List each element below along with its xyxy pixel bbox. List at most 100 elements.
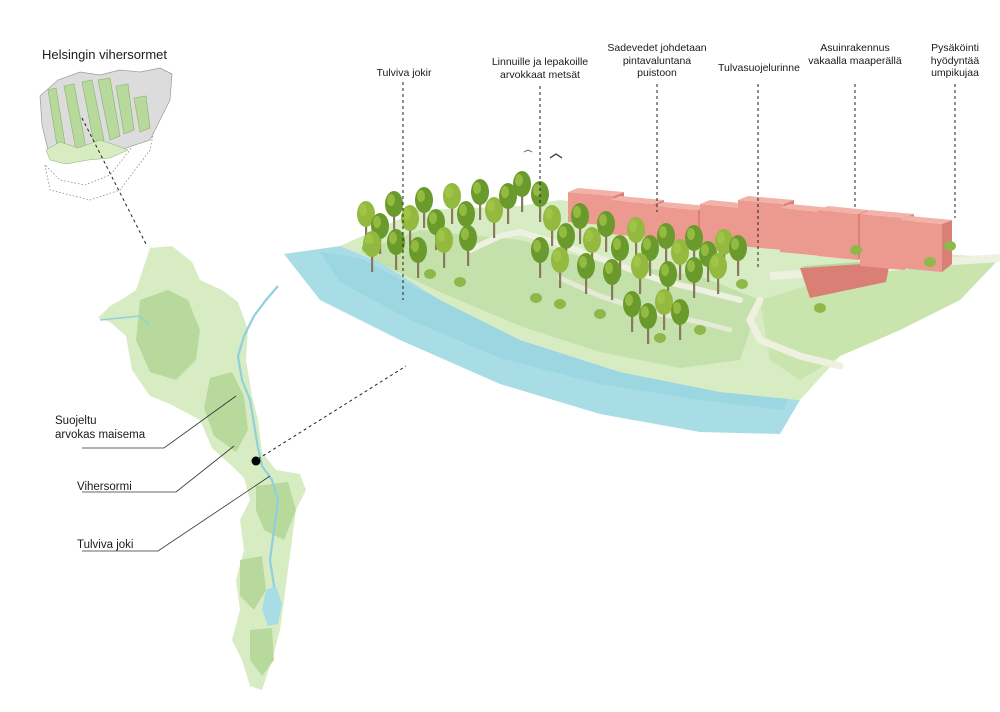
tree-trunk (479, 198, 482, 220)
callout-line: Linnuille ja lepakoille (491, 56, 589, 68)
callout-line: hyödyntää (930, 54, 980, 67)
tree-crown (603, 259, 621, 285)
tree-trunk (521, 190, 524, 212)
green-finger-3 (81, 79, 105, 145)
tree-crown (409, 237, 427, 263)
tree-highlight (545, 208, 553, 220)
tree-highlight (599, 214, 607, 226)
tree-icon (485, 197, 503, 238)
tree-highlight (711, 256, 719, 268)
tree-trunk (365, 220, 368, 242)
building-front (818, 210, 858, 260)
building-front (860, 214, 904, 270)
tree-crown (639, 303, 657, 329)
tree-icon (401, 205, 419, 246)
tree-crown (551, 247, 569, 273)
callout-tulviva-joki: Tulviva joki (77, 538, 133, 552)
tree-highlight (573, 206, 581, 218)
tree-crown (655, 289, 673, 315)
tree-crown (611, 235, 629, 261)
tree-trunk (507, 202, 510, 224)
tree-highlight (659, 226, 667, 238)
tree-icon (513, 171, 531, 212)
tree-highlight (731, 238, 739, 250)
shrub-icon (530, 293, 542, 303)
tree-trunk (451, 202, 454, 224)
tree-highlight (585, 230, 593, 242)
corridor-mid-green-1 (136, 290, 200, 380)
tree-crown (685, 225, 703, 251)
tree-crown (443, 183, 461, 209)
shrub-icon (736, 279, 748, 289)
tree-icon (639, 303, 657, 344)
tree-highlight (625, 294, 633, 306)
tree-trunk (467, 244, 470, 266)
tree-icon (385, 191, 403, 232)
tree-crown (729, 235, 747, 261)
tree-highlight (643, 238, 651, 250)
shrub-icon (944, 241, 956, 251)
tree-icon (543, 205, 561, 246)
callout-line: Tulvasuojelurinne (718, 62, 800, 74)
tree-highlight (701, 244, 709, 256)
tree-highlight (445, 186, 453, 198)
tree-trunk (707, 260, 710, 282)
tree-highlight (359, 204, 367, 216)
tree-highlight (633, 256, 641, 268)
tree-icon (531, 237, 549, 278)
callout-line: vakaalla maaperällä (808, 54, 902, 67)
tree-icon (357, 201, 375, 242)
forest-trees (357, 171, 956, 344)
tree-crown (531, 237, 549, 263)
tree-trunk (551, 224, 554, 246)
tree-trunk (417, 256, 420, 278)
corridor-mid-green-5 (250, 628, 274, 676)
tree-crown (385, 191, 403, 217)
leader-tulviva-joki (82, 475, 271, 552)
tree-trunk (443, 246, 446, 268)
lake-southern (262, 586, 282, 626)
shrub-icon (694, 325, 706, 335)
river-branch (99, 315, 151, 327)
tree-trunk (717, 272, 720, 294)
building-front (900, 220, 942, 272)
top-leader-lines (402, 82, 956, 300)
tree-icon (657, 223, 675, 264)
tree-icon (443, 183, 461, 224)
tree-icon (597, 211, 615, 252)
shrub-icon (654, 333, 666, 343)
tree-icon (685, 257, 703, 298)
tree-icon (671, 299, 689, 340)
tree-highlight (579, 256, 587, 268)
tree-crown (387, 229, 405, 255)
green-finger-4 (97, 77, 121, 141)
tree-crown (459, 225, 477, 251)
callout-vihersormi: Vihersormi (77, 480, 132, 494)
tree-crown (583, 227, 601, 253)
tree-icon (499, 183, 517, 224)
landscape-3d (284, 149, 1000, 434)
tree-icon (583, 227, 601, 268)
tree-icon (685, 225, 703, 266)
callout-tulviva-jokir: Tulviva jokir (372, 67, 436, 80)
tree-icon (603, 259, 621, 300)
tree-trunk (539, 256, 542, 278)
tree-trunk (493, 216, 496, 238)
tree-trunk (631, 310, 634, 332)
tree-highlight (389, 232, 397, 244)
tree-icon (551, 247, 569, 288)
tree-icon (459, 225, 477, 266)
tree-trunk (611, 278, 614, 300)
tree-trunk (665, 242, 668, 264)
callout-line: arvokkaat metsät (500, 68, 580, 81)
tree-icon (577, 253, 595, 294)
tree-trunk (409, 224, 412, 246)
tree-trunk (663, 308, 666, 330)
tree-trunk (579, 222, 582, 244)
callout-line: pintavaluntana (622, 54, 692, 67)
